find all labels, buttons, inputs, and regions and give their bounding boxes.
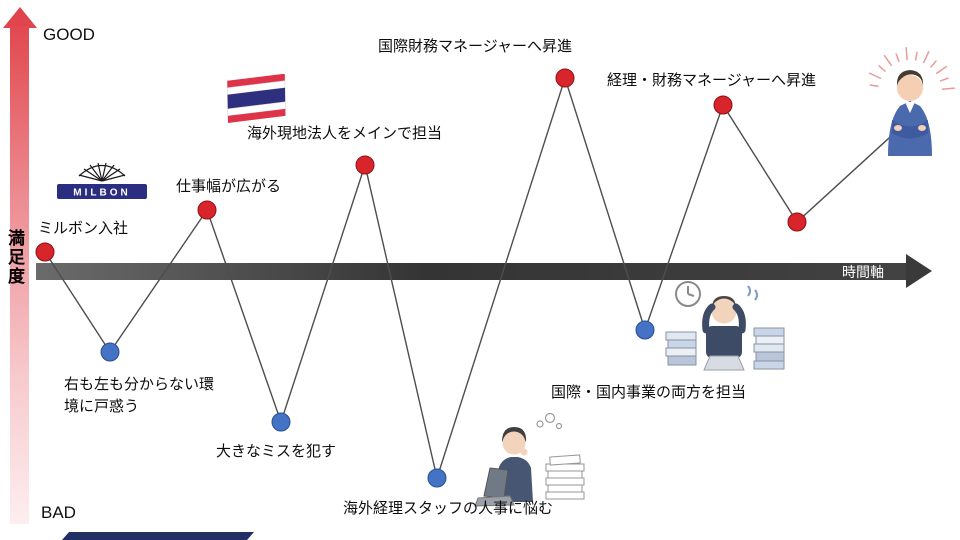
- event-label-intl-promotion: 国際財務マネージャーへ昇進: [378, 38, 572, 55]
- x-axis-arrowhead-icon: [906, 254, 932, 288]
- clock-icon: [675, 281, 701, 307]
- low-satisfaction-dot: [427, 468, 447, 488]
- laptop-base: [474, 495, 515, 507]
- milbon-wordmark-bg: [57, 184, 147, 199]
- milbon-wordmark: MILBON: [73, 188, 130, 199]
- event-label-confused: 右も左も分からない環境に戸惑う: [64, 376, 215, 415]
- person-hand-right: [918, 125, 926, 131]
- low-satisfaction-dot: [100, 342, 120, 362]
- high-satisfaction-dot: [787, 212, 807, 232]
- stressed-employee-illustration: [474, 412, 585, 507]
- sweat-drops-icon: [747, 285, 758, 301]
- high-satisfaction-dot: [555, 68, 575, 88]
- person-arm-left: [702, 303, 716, 334]
- high-satisfaction-dot: [713, 95, 733, 115]
- thought-smoke-icon: [536, 412, 563, 430]
- event-label-join: ミルボン入社: [38, 220, 129, 237]
- person-body: [706, 326, 742, 358]
- person-hand: [520, 448, 528, 456]
- milbon-fan-icon: [78, 162, 126, 182]
- book-stack-left-icon: [665, 331, 697, 366]
- low-satisfaction-dot: [635, 320, 655, 340]
- good-label: GOOD: [43, 25, 95, 44]
- person-head: [502, 431, 526, 455]
- overworked-employee-illustration: [665, 281, 785, 371]
- laptop-icon: [703, 355, 745, 371]
- confident-manager-illustration: [868, 47, 955, 156]
- event-label-hr-trouble: 海外経理スタッフの人事に悩む: [343, 500, 554, 517]
- person-head: [897, 75, 923, 101]
- low-satisfaction-dot: [271, 412, 291, 432]
- person-arm-right: [732, 303, 746, 334]
- high-satisfaction-dot: [197, 200, 217, 220]
- person-head: [711, 298, 737, 324]
- laptop-screen: [483, 467, 509, 499]
- event-label-mgr-promotion: 経理・財務マネージャーへ昇進: [607, 72, 816, 89]
- y-axis-arrowhead-icon: [3, 7, 37, 28]
- thailand-flag-icon: [227, 74, 286, 123]
- event-label-mistake: 大きなミスを犯す: [216, 443, 337, 460]
- x-axis-bar: 時間軸: [36, 263, 906, 280]
- person-hand-left: [894, 125, 902, 131]
- event-label-overseas: 海外現地法人をメインで担当: [247, 125, 443, 142]
- person-shirt: [905, 102, 915, 113]
- person-crossed-arms: [892, 120, 928, 139]
- sunburst-icon: [868, 47, 955, 90]
- event-label-broaden: 仕事幅が広がる: [176, 178, 282, 195]
- milbon-logo: MILBON: [57, 162, 147, 199]
- bad-label: BAD: [41, 503, 76, 522]
- y-axis-shaft: [10, 26, 29, 524]
- event-label-both-duties: 国際・国内事業の両方を担当: [551, 384, 747, 401]
- bottom-ribbon-accent: [62, 532, 254, 540]
- y-axis-title: 満足度: [5, 229, 24, 286]
- person-hair: [896, 70, 924, 86]
- high-satisfaction-dot: [355, 155, 375, 175]
- book-stack-right-icon: [753, 327, 785, 370]
- x-axis-title: 時間軸: [842, 263, 884, 280]
- paper-stack-icon: [545, 454, 585, 500]
- high-satisfaction-dot: [35, 242, 55, 262]
